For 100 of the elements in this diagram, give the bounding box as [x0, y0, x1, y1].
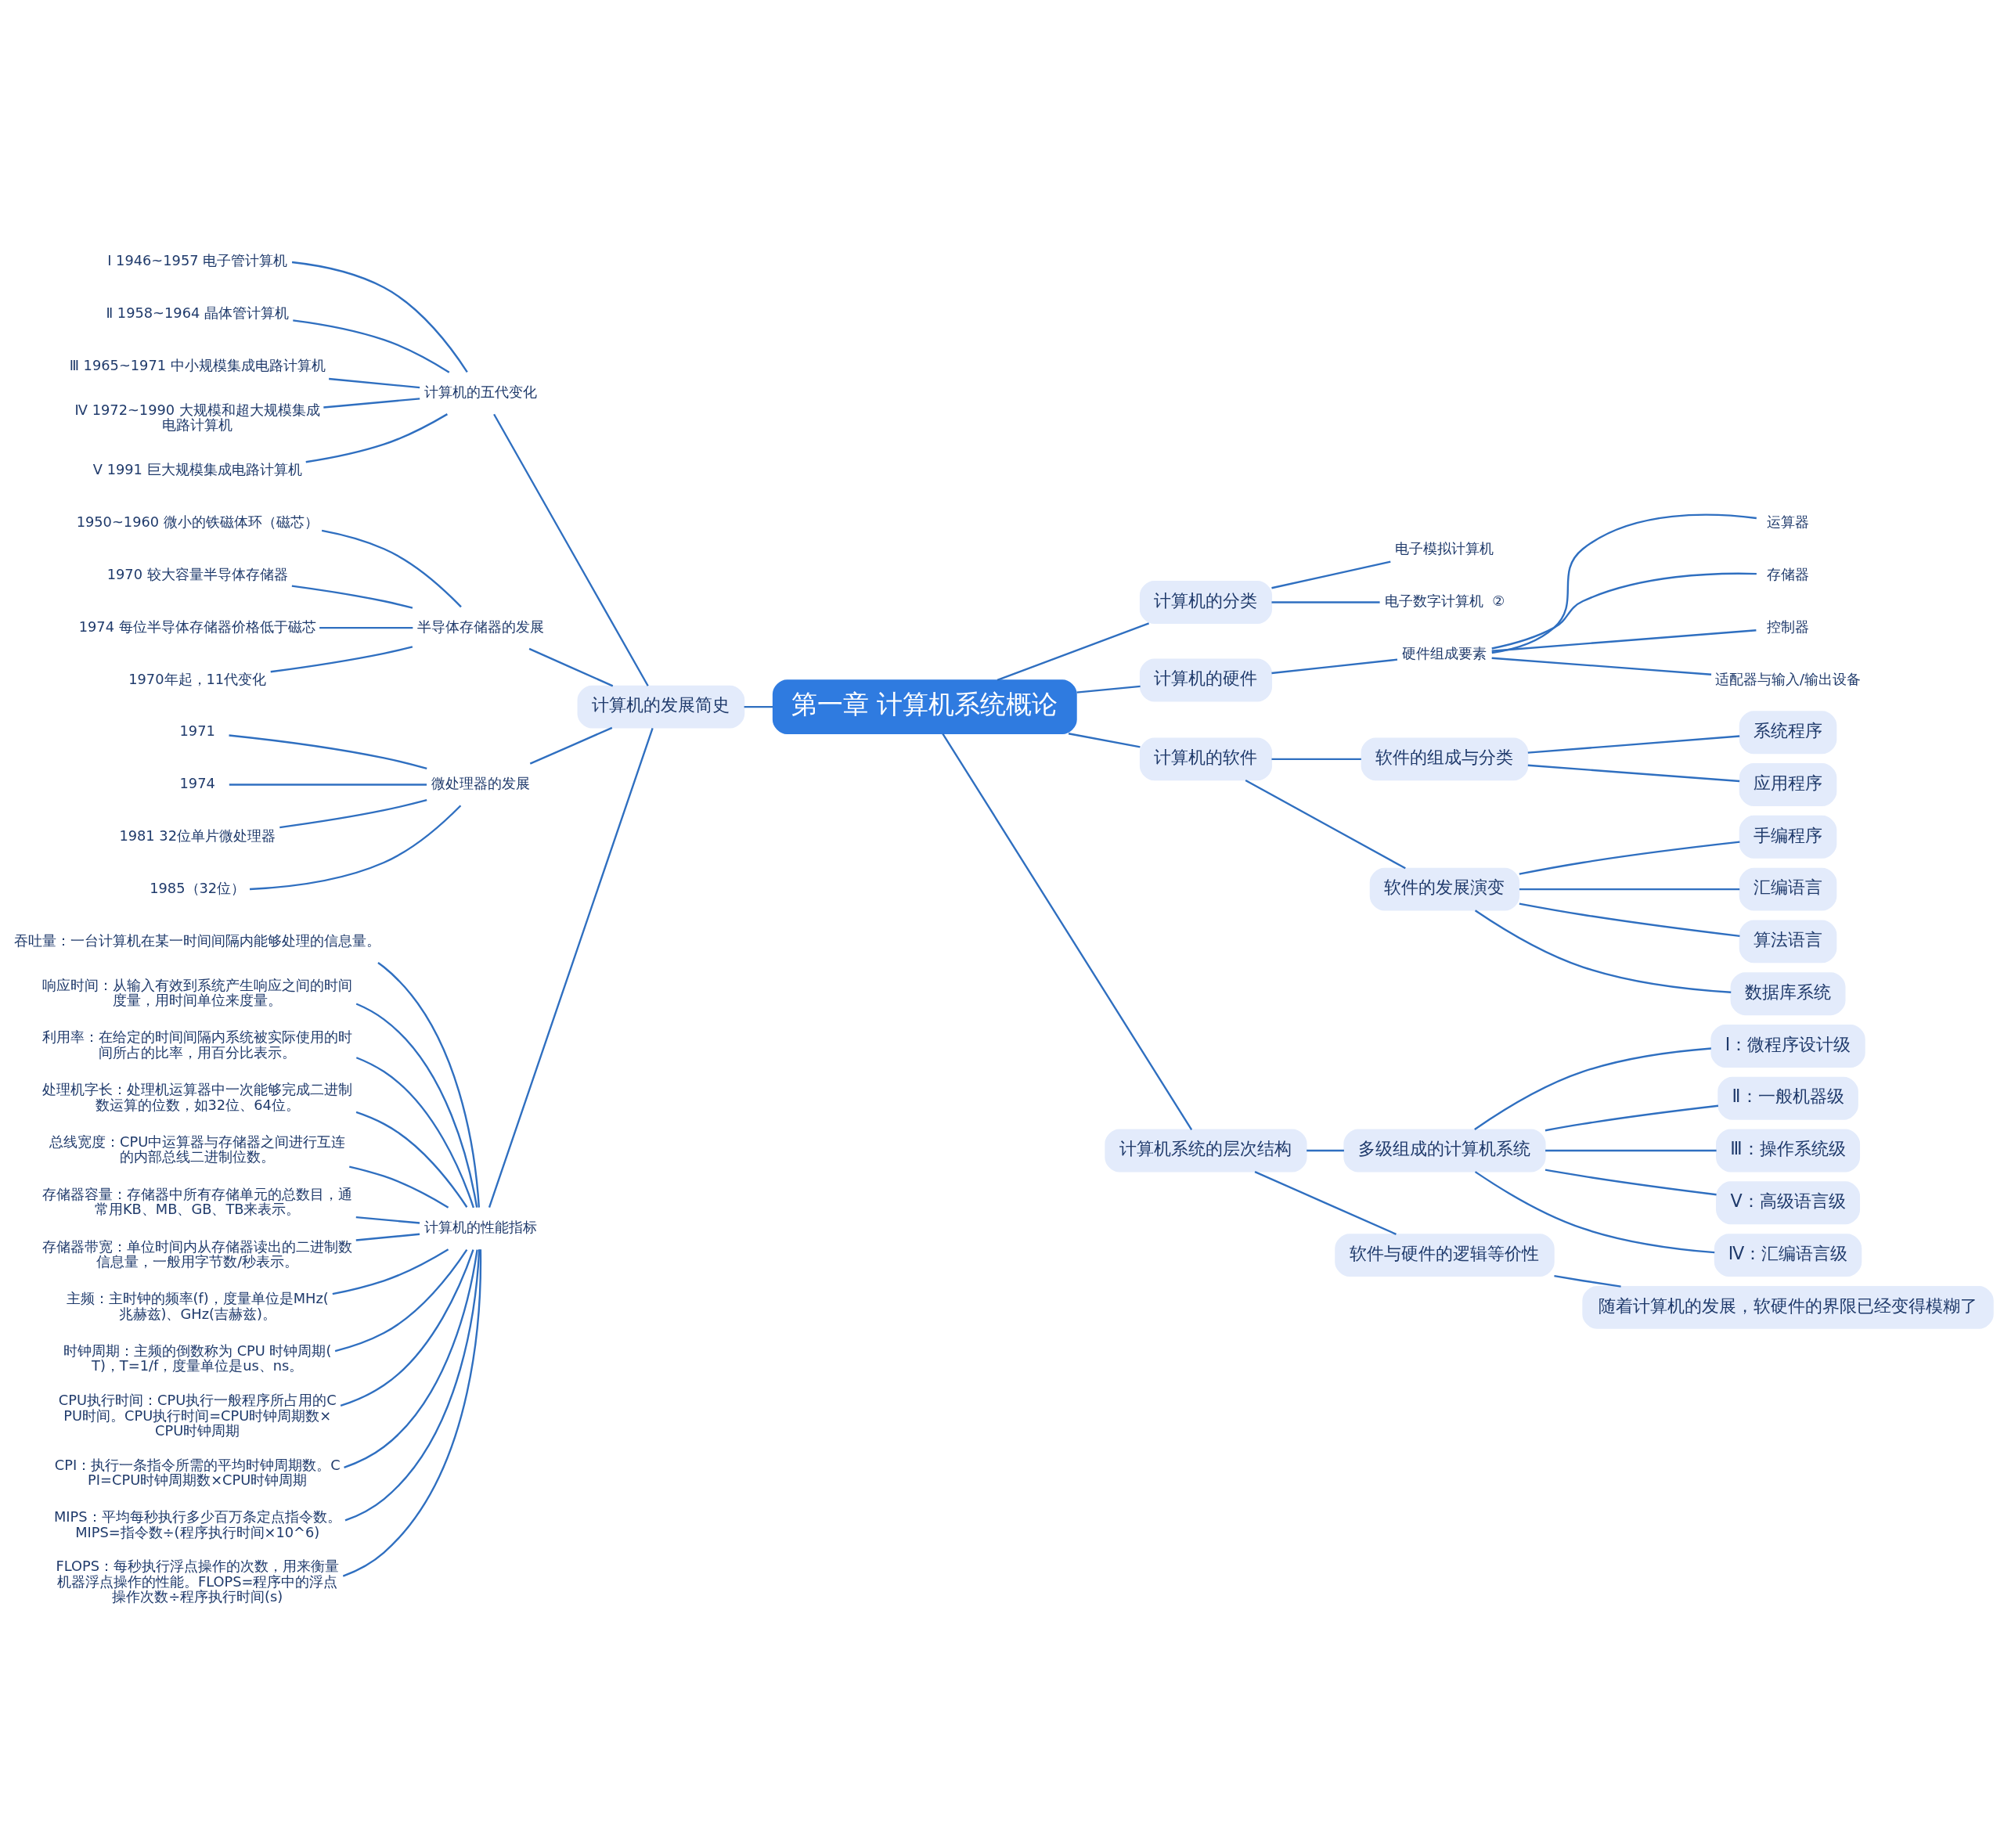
connector: [1519, 841, 1740, 875]
node-text: 硬件组成要素: [1402, 644, 1487, 661]
connector: [1527, 764, 1740, 782]
connector: [1076, 685, 1141, 693]
node-text: 1974: [179, 774, 215, 791]
connector: [744, 705, 773, 708]
connector: [355, 1216, 420, 1224]
connector: [332, 1248, 449, 1295]
node-text: 时钟周期：主频的倒数称为 CPU 时钟周期(T)，T=1/f，度量单位是us、ns。: [63, 1342, 332, 1374]
connector: [355, 1056, 474, 1208]
connector: [1245, 779, 1406, 869]
connector: [229, 783, 427, 786]
node-text: 存储器带宽：单位时间内从存储器读出的二进制数信息量，一般用字节数/秒表示。: [42, 1237, 353, 1270]
node-text: 1970年起，11代变化: [128, 670, 267, 687]
node-text: Ⅰ 1946~1957 电子管计算机: [107, 251, 288, 268]
node-text: Ⅴ 1991 巨大规模集成电路计算机: [92, 460, 302, 477]
connector: [279, 798, 427, 828]
connector: [305, 412, 448, 463]
node-text: CPU执行时间：CPU执行一般程序所占用的CPU时间。CPU执行时间=CPU时钟周期数×CPU时钟周期: [58, 1391, 337, 1439]
connector: [355, 1002, 478, 1208]
connector: [329, 377, 420, 388]
connector: [488, 727, 654, 1208]
node-text: 1970 较大容量半导体存储器: [106, 565, 288, 582]
connector: [319, 626, 413, 629]
node-box: 软件的组成与分类: [1361, 737, 1529, 780]
node-text: 总线宽度：CPU中运算器与存储器之间进行互连的内部总线二进制位数。: [49, 1133, 346, 1165]
connector: [1254, 1170, 1397, 1235]
connector: [1545, 1149, 1717, 1151]
node-box: 第一章 计算机系统概论: [772, 679, 1077, 734]
connector: [355, 1233, 420, 1241]
node-box: 随着计算机的发展，软硬件的界限已经变得模糊了: [1582, 1285, 1994, 1329]
connector: [529, 726, 613, 765]
connector: [321, 529, 462, 607]
node-text: 1981 32位单片微处理器: [119, 827, 276, 844]
connector: [942, 733, 1193, 1130]
connector: [349, 1165, 449, 1209]
connector: [342, 1248, 482, 1577]
connector: [1491, 629, 1757, 652]
node-box: 计算机的软件: [1139, 737, 1273, 780]
connector: [1271, 560, 1391, 589]
connector: [1554, 1274, 1621, 1288]
connector: [1491, 572, 1757, 650]
node-box: Ⅳ：汇编语言级: [1714, 1233, 1862, 1277]
node-text: 电子数字计算机 ②: [1384, 592, 1505, 609]
connector: [1307, 1149, 1344, 1151]
connector: [355, 1111, 468, 1208]
connector: [1519, 888, 1740, 890]
node-text: CPI：执行一条指令所需的平均时钟周期数。CPI=CPU时钟周期数×CPU时钟周期: [54, 1456, 341, 1488]
connector: [1474, 909, 1732, 993]
node-text: 主频：主时钟的频率(f)，度量单位是MHz(兆赫兹)、GHz(吉赫兹)。: [66, 1289, 329, 1322]
connector: [291, 261, 468, 373]
node-text: 1985（32位）: [150, 879, 246, 896]
node-box: 手编程序: [1739, 815, 1837, 859]
node-text: 处理机字长：处理机运算器中一次能够完成二进制数运算的位数，如32位、64位。: [42, 1080, 353, 1112]
connector: [344, 1248, 478, 1468]
node-box: Ⅴ：高级语言级: [1716, 1180, 1861, 1224]
node-box: 多级组成的计算机系统: [1343, 1129, 1546, 1172]
connector: [1271, 600, 1380, 603]
node-text: Ⅲ 1965~1971 中小规模集成电路计算机: [69, 356, 326, 373]
node-text: 适配器与输入/输出设备: [1715, 670, 1862, 687]
connector: [291, 584, 413, 609]
node-box: 汇编语言: [1739, 867, 1837, 911]
node-text: 1950~1960 微小的铁磁体环（磁芯）: [76, 513, 319, 530]
node-text: Ⅳ 1972~1990 大规模和超大规模集成电路计算机: [74, 401, 320, 433]
node-box: 数据库系统: [1730, 971, 1846, 1015]
node-text: 存储器: [1767, 565, 1810, 582]
connector: [1271, 658, 1398, 674]
node-box: 应用程序: [1739, 762, 1837, 806]
node-text: 1971: [179, 722, 215, 739]
connector: [1544, 1104, 1719, 1131]
node-box: Ⅲ：操作系统级: [1716, 1129, 1861, 1172]
node-text: 计算机的五代变化: [424, 383, 538, 400]
node-text: 电子模拟计算机: [1395, 539, 1494, 557]
connector: [270, 645, 413, 672]
connector: [1527, 734, 1740, 754]
connector: [323, 397, 420, 409]
node-text: 吞吐量：一台计算机在某一时间间隔内能够处理的信息量。: [14, 931, 381, 948]
connector: [1491, 513, 1757, 654]
connector: [377, 961, 481, 1208]
node-box: 计算机的发展简史: [577, 685, 745, 729]
node-text: 控制器: [1767, 618, 1810, 635]
node-box: 系统程序: [1739, 710, 1837, 754]
node-box: Ⅱ：一般机器级: [1717, 1076, 1858, 1120]
node-text: 存储器容量：存储器中所有存储单元的总数目，通常用KB、MB、GB、TB来表示。: [42, 1185, 353, 1217]
connector: [340, 1248, 474, 1407]
node-text: 半导体存储器的发展: [417, 618, 545, 635]
node-box: Ⅰ：微程序设计级: [1710, 1024, 1865, 1068]
node-box: 软件的发展演变: [1369, 867, 1520, 911]
connector: [997, 621, 1150, 681]
node-text: 计算机的性能指标: [424, 1218, 538, 1235]
connector: [344, 1248, 481, 1522]
node-text: 利用率：在给定的时间间隔内系统被实际使用的时间所占的比率，用百分比表示。: [42, 1028, 353, 1061]
node-box: 软件与硬件的逻辑等价性: [1335, 1233, 1555, 1277]
node-box: 计算机系统的层次结构: [1105, 1129, 1307, 1172]
connector: [1474, 1046, 1711, 1130]
node-text: Ⅱ 1958~1964 晶体管计算机: [106, 304, 289, 321]
connector: [1068, 732, 1141, 748]
node-box: 计算机的分类: [1139, 580, 1273, 624]
connector: [1474, 1170, 1715, 1253]
node-text: 1974 每位半导体存储器价格低于磁芯: [78, 618, 316, 635]
